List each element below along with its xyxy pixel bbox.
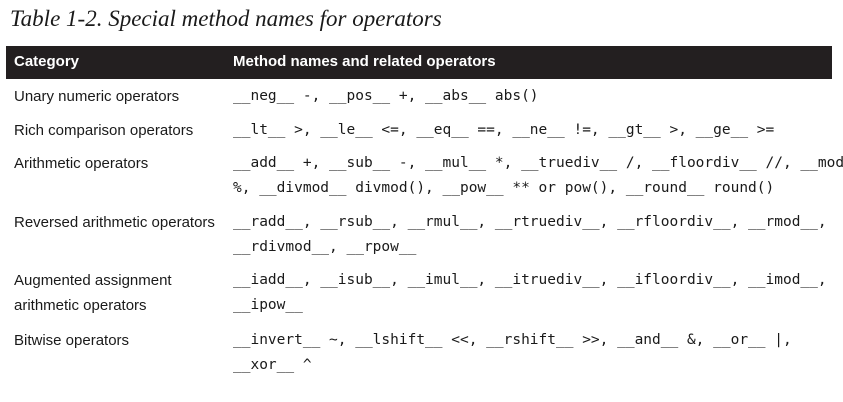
methods-line: __add__ +, __sub__ -, __mul__ *, __trued… (233, 155, 843, 171)
row-methods: __radd__, __rsub__, __rmul__, __rtruediv… (233, 210, 833, 260)
row-category: Unary numeric operators (14, 88, 180, 105)
category-line: Augmented assignment (14, 272, 172, 289)
methods-line: __radd__, __rsub__, __rmul__, __rtruediv… (233, 214, 827, 230)
row-methods: __add__ +, __sub__ -, __mul__ *, __trued… (233, 151, 843, 201)
methods-line: __rdivmod__, __rpow__ (233, 239, 417, 255)
row-category: Rich comparison operators (14, 122, 194, 139)
operators-table: Category Method names and related operat… (6, 46, 843, 373)
methods-line: __xor__ ^ (233, 357, 312, 373)
row-category: Bitwise operators (14, 332, 130, 349)
row-category: Augmented assignment arithmetic operator… (14, 268, 229, 318)
row-category: Arithmetic operators (14, 155, 149, 172)
methods-line: __neg__ -, __pos__ +, __abs__ abs() (233, 88, 539, 104)
methods-line: %, __divmod__ divmod(), __pow__ ** or po… (233, 180, 775, 196)
row-methods: __neg__ -, __pos__ +, __abs__ abs() (233, 84, 833, 109)
category-line: arithmetic operators (14, 297, 147, 314)
header-category: Category (14, 53, 80, 70)
header-methods: Method names and related operators (233, 53, 496, 70)
methods-line: __invert__ ~, __lshift__ <<, __rshift__ … (233, 332, 792, 348)
methods-line: __lt__ >, __le__ <=, __eq__ ==, __ne__ !… (233, 122, 775, 138)
table-header-row: Category Method names and related operat… (6, 46, 832, 79)
methods-line: __iadd__, __isub__, __imul__, __itruediv… (233, 272, 827, 288)
methods-line: __ipow__ (233, 297, 303, 313)
row-methods: __lt__ >, __le__ <=, __eq__ ==, __ne__ !… (233, 118, 833, 143)
table-caption: Table 1-2. Special method names for oper… (10, 6, 442, 31)
row-methods: __invert__ ~, __lshift__ <<, __rshift__ … (233, 328, 833, 378)
row-methods: __iadd__, __isub__, __imul__, __itruediv… (233, 268, 833, 318)
row-category: Reversed arithmetic operators (14, 214, 215, 231)
